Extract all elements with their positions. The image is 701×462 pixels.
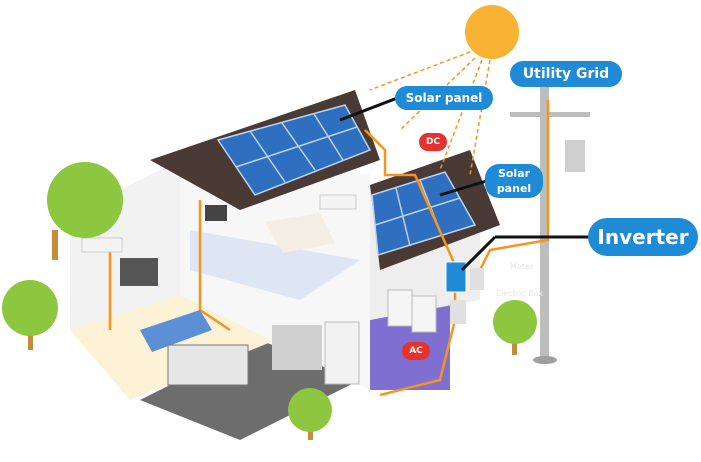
sofa [140,310,212,352]
dryer [411,295,437,333]
kitchen-counter [167,344,249,386]
dc-badge: DC [419,133,447,151]
transformer [565,140,585,172]
inverter-label: Inverter [588,218,698,256]
trees [2,162,537,440]
label-pointers [339,95,595,272]
solar-panel-small-label: Solar panel [485,164,543,198]
bedroom-air-conditioner [319,194,357,210]
meter-label: Meter [510,262,534,271]
bed [265,213,335,253]
air-conditioner [81,237,123,253]
washer [387,289,413,327]
solar-panel-small-line2: panel [496,182,532,195]
sun [465,5,519,59]
stove [272,325,322,370]
bedroom-floor [190,230,360,300]
fridge [324,321,360,385]
inverter-device [445,261,467,293]
solar-panel-label: Solar panel [395,86,493,110]
pole-crossarm [510,112,590,117]
electric-box-device [450,300,466,324]
pole-base [533,356,557,364]
solar-panel-small-line1: Solar [497,167,531,180]
utility-pole [540,85,549,360]
electric-box-label: Electric Box [496,289,544,298]
tv [120,258,158,286]
meter-device [470,268,484,290]
utility-grid-label: Utility Grid [510,61,622,87]
main-solar-panel [216,104,372,196]
ac-badge: AC [402,342,430,360]
computer [205,205,227,221]
